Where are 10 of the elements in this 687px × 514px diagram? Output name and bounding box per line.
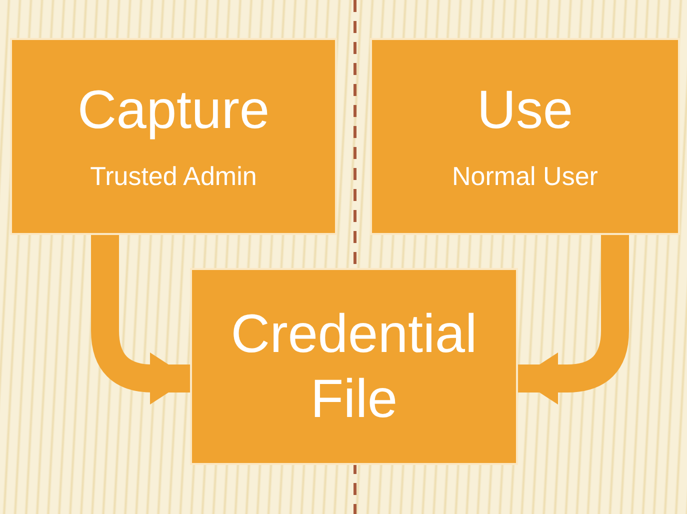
box-title: Use [476, 79, 574, 142]
curved-arrow [91, 235, 190, 404]
process-box [10, 38, 337, 235]
process-box [370, 38, 680, 235]
process-box [190, 268, 518, 465]
box-subtitle: Trusted Admin [90, 160, 257, 193]
curved-arrow [518, 235, 629, 404]
box-title: Capture [77, 79, 270, 142]
box-subtitle: Normal User [452, 160, 598, 193]
box-title: Credential File [230, 302, 478, 430]
